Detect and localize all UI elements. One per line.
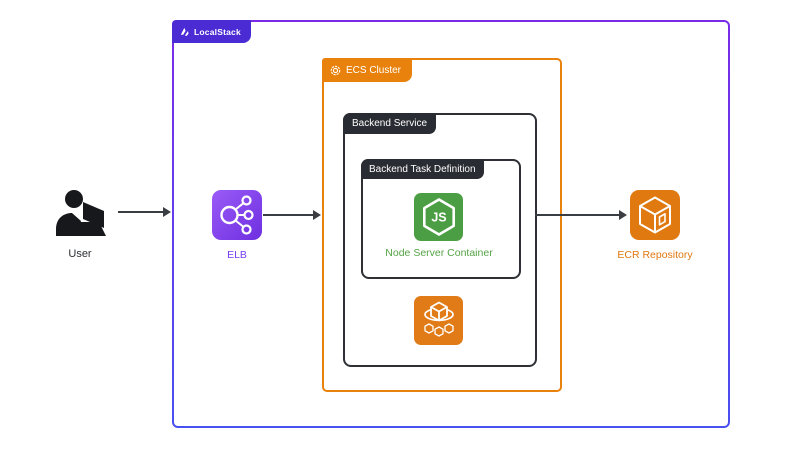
user-icon (54, 189, 106, 237)
ecs-cluster-icon (330, 65, 341, 76)
backend-task-definition-label: Backend Task Definition (361, 159, 484, 179)
ecs-cluster-label: ECS Cluster (322, 58, 413, 82)
elb-caption: ELB (227, 249, 247, 261)
node-server-container-caption: Node Server Container (385, 247, 493, 259)
backend-service-label-text: Backend Service (352, 118, 428, 129)
ecs-cluster-label-text: ECS Cluster (346, 64, 402, 76)
localstack-badge-label: LocalStack (194, 26, 241, 37)
ecs-cluster-box (322, 58, 562, 392)
arrow-elb-to-ecs-cluster (263, 210, 321, 220)
ecr-repository-caption: ECR Repository (617, 249, 693, 261)
localstack-logo-icon (179, 26, 190, 37)
backend-task-definition-label-text: Backend Task Definition (369, 163, 476, 175)
nodejs-js-text: JS (431, 211, 446, 225)
nodejs-icon: JS (414, 193, 463, 241)
localstack-badge: LocalStack (172, 20, 251, 43)
user-caption: User (68, 248, 92, 260)
ecr-repository-icon (630, 190, 680, 240)
backend-service-label: Backend Service (343, 113, 437, 134)
ecs-service-icon (414, 296, 463, 345)
elb-icon (212, 190, 262, 240)
arrow-backend-service-to-ecr (535, 210, 627, 220)
arrow-user-to-elb (118, 207, 171, 217)
